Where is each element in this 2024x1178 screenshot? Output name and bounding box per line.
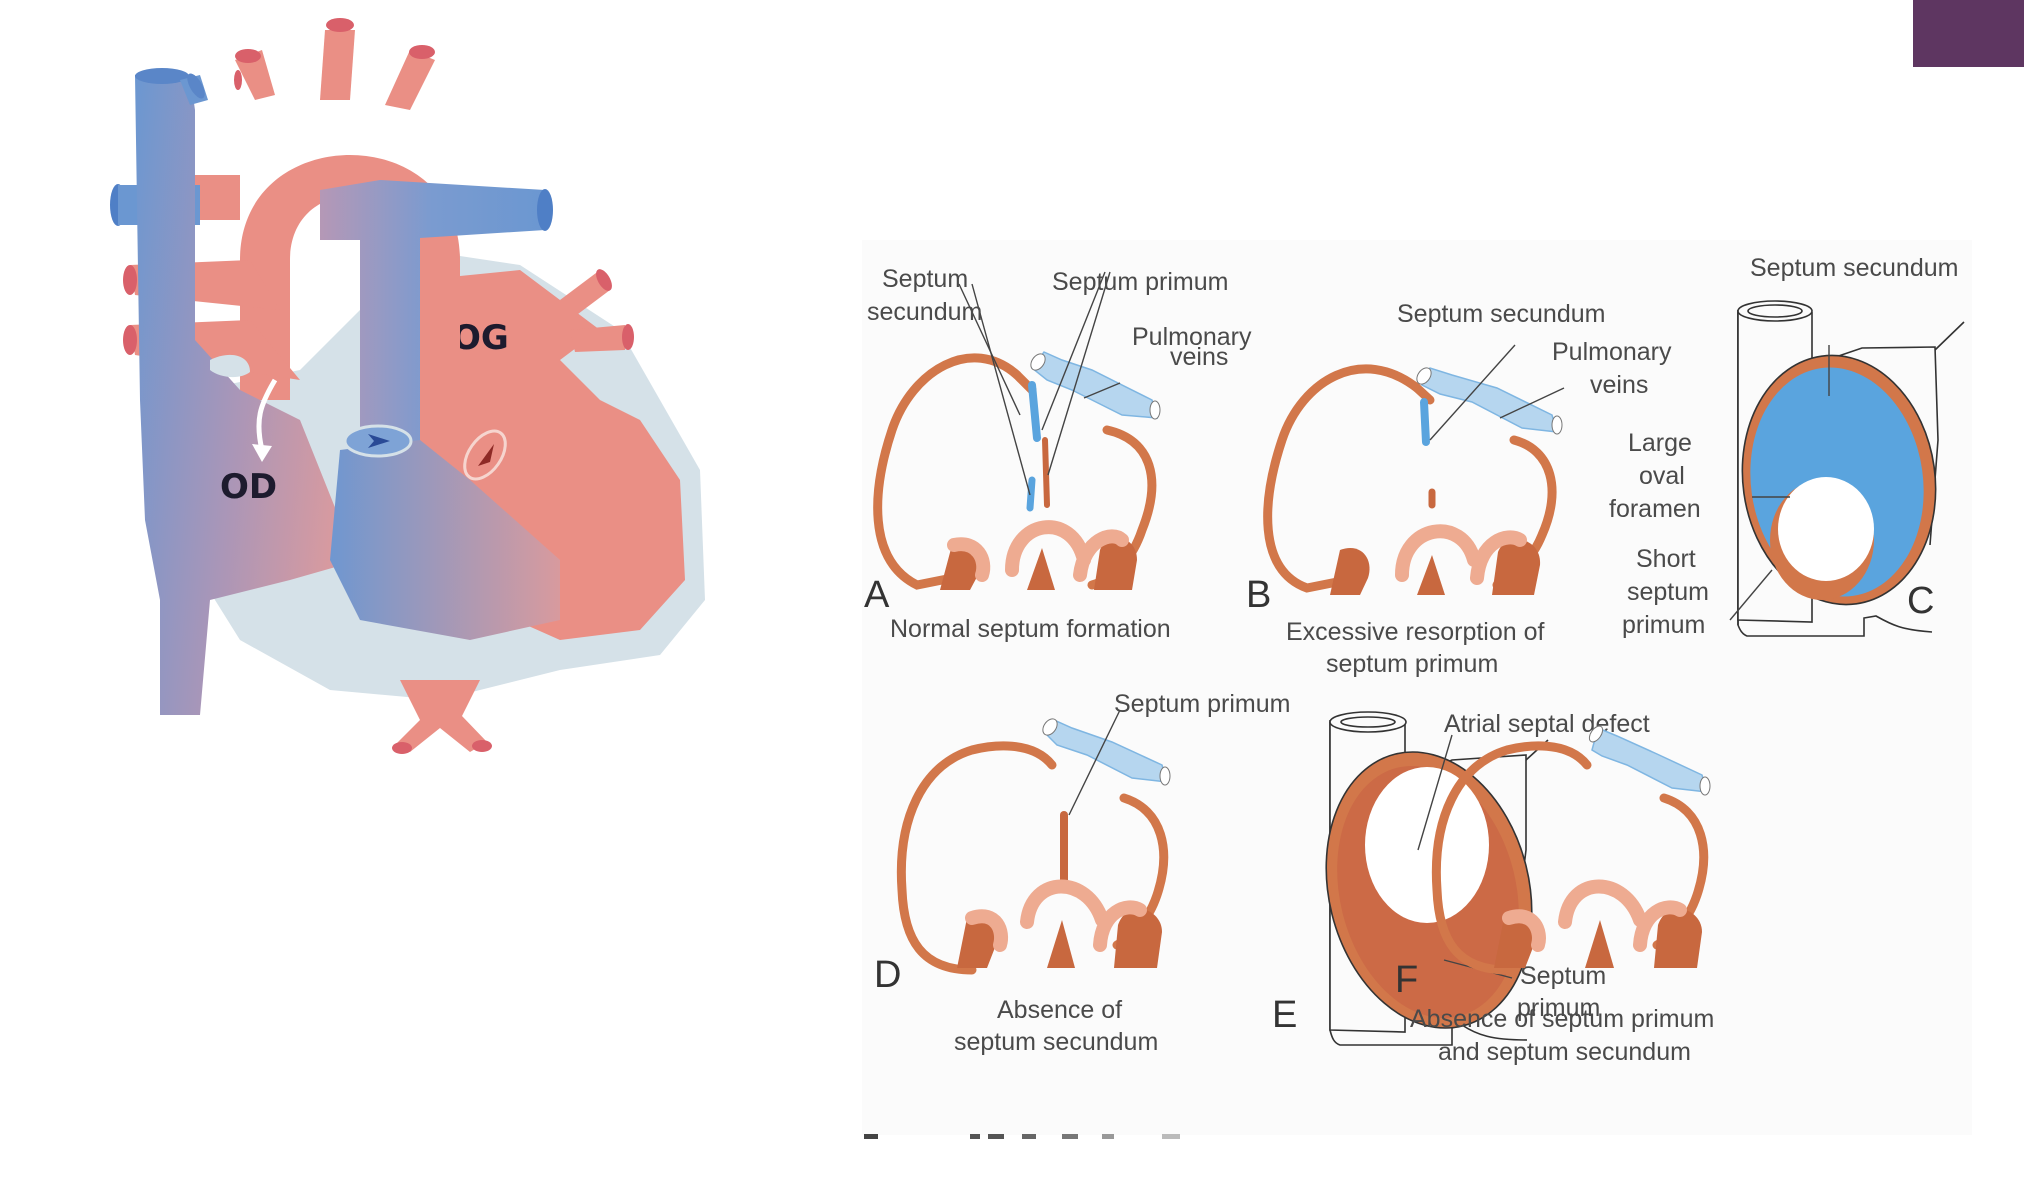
label-short-septum-primum-2: septum — [1627, 578, 1709, 606]
label-large-oval-foramen-2: oval — [1639, 462, 1685, 490]
label-septum-primum-e2: primum — [1517, 994, 1600, 1022]
panel-letter-e: E — [1272, 994, 1297, 1036]
right-ventricle — [330, 424, 560, 640]
panel-f: F Absence of septum primum and septum se… — [1395, 725, 1714, 1066]
slide-accent-box — [1913, 0, 2024, 67]
label-septum-secundum-a1: Septum — [882, 265, 968, 293]
panel-letter-f: F — [1395, 959, 1418, 1001]
label-pulmonary-veins-b2: veins — [1590, 371, 1648, 399]
label-short-septum-primum-3: primum — [1622, 611, 1705, 639]
panel-b-caption-1: Excessive resorption of — [1286, 618, 1545, 646]
panel-f-caption-1: Absence of septum primum — [1410, 1005, 1714, 1033]
panel-letter-a: A — [864, 574, 890, 616]
cropped-figure-caption — [862, 1127, 1282, 1139]
left-atrium-label: OG — [452, 318, 509, 358]
panel-a: Septum secundum Septum primum Pulmonary … — [864, 265, 1252, 643]
label-pulmonary-veins-a1: Pulmonary — [1132, 323, 1252, 351]
label-pulmonary-veins-b1: Pulmonary — [1552, 338, 1672, 366]
label-pulmonary-veins-a2: veins — [1170, 343, 1228, 371]
atrial-septum-figure: Septum secundum Septum primum Pulmonary … — [862, 240, 1972, 1135]
panel-d: Septum primum D Absence of septum secund… — [874, 690, 1290, 1056]
label-septum-primum-a: Septum primum — [1052, 268, 1228, 296]
label-large-oval-foramen-3: foramen — [1609, 495, 1701, 523]
panel-b-caption-2: septum primum — [1326, 650, 1498, 678]
fetal-heart-diagram: OG OD — [110, 18, 705, 754]
panel-letter-d: D — [874, 954, 901, 996]
panel-d-caption-1: Absence of — [997, 996, 1122, 1024]
panel-a-caption: Normal septum formation — [890, 615, 1171, 643]
panel-letter-b: B — [1246, 574, 1271, 616]
label-septum-secundum-c: Septum secundum — [1750, 254, 1958, 282]
right-atrium: OD — [135, 68, 360, 715]
label-septum-secundum-b: Septum secundum — [1397, 300, 1605, 328]
descending-aorta — [392, 680, 492, 754]
panel-c: Septum secundum Large oval foramen Short… — [1609, 254, 1965, 639]
right-atrium-label: OD — [220, 467, 277, 507]
label-short-septum-primum-1: Short — [1636, 545, 1696, 573]
label-atrial-septal-defect: Atrial septal defect — [1444, 710, 1650, 738]
panel-f-caption-2: and septum secundum — [1438, 1038, 1691, 1066]
label-large-oval-foramen-1: Large — [1628, 429, 1692, 457]
panel-d-caption-2: septum secundum — [954, 1028, 1158, 1056]
label-septum-secundum-a2: secundum — [867, 298, 982, 326]
panel-b: Septum secundum Pulmonary veins B Excess… — [1246, 300, 1672, 678]
label-septum-primum-d: Septum primum — [1114, 690, 1290, 718]
panel-letter-c: C — [1907, 580, 1934, 622]
